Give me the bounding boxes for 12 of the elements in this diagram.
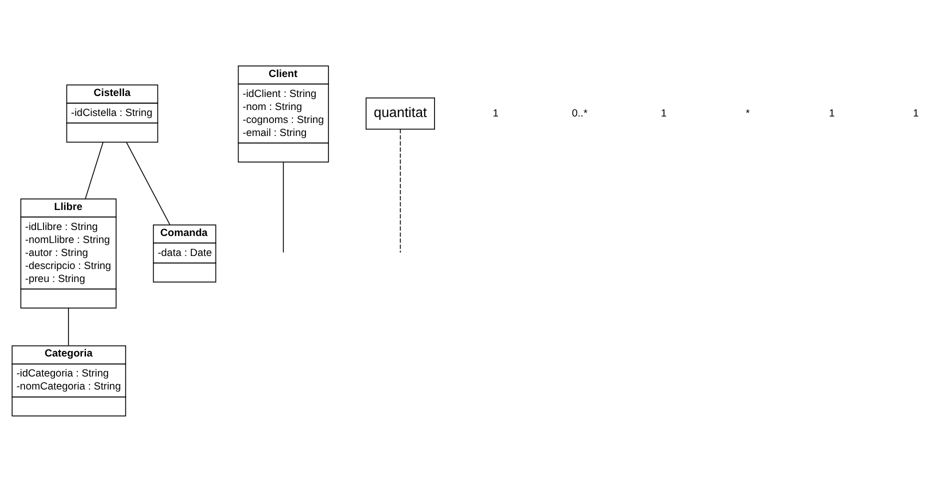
label: 1 xyxy=(492,108,499,120)
label: 1 xyxy=(660,108,667,120)
connector xyxy=(84,142,104,200)
connector xyxy=(400,128,401,253)
connector xyxy=(282,162,284,253)
connector xyxy=(68,308,69,346)
label: * xyxy=(746,108,750,120)
connector xyxy=(126,142,170,226)
label: 1 xyxy=(913,108,919,120)
label: 0..* xyxy=(572,108,588,120)
node-box: quantitat xyxy=(366,98,435,130)
label: 1 xyxy=(828,108,835,120)
